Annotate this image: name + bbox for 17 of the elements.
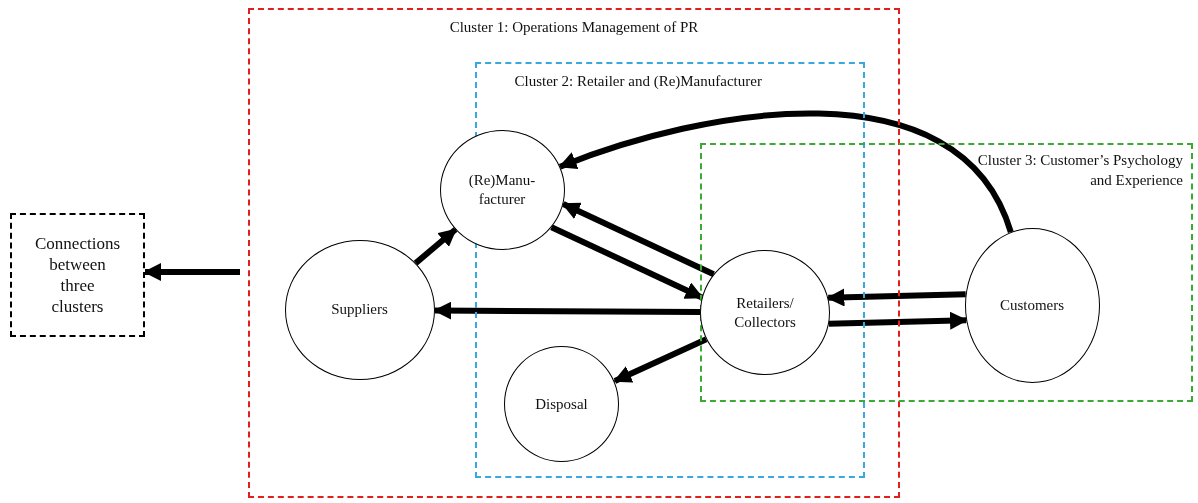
cluster-title: Cluster 3: Customer’s Psychology and Experience — [976, 151, 1183, 190]
entity-label: Disposal — [535, 394, 588, 414]
arrow — [558, 110, 1014, 234]
cluster-title: Cluster 2: Retailer and (Re)Manufacturer — [514, 71, 762, 91]
entity-label: Retailers/ Collectors — [733, 293, 797, 332]
arrow — [826, 288, 966, 307]
box-label: Connections between three clusters — [35, 232, 120, 318]
arrow — [613, 336, 708, 384]
entity-label: Customers — [999, 295, 1065, 315]
entity-label: (Re)Manu- facturer — [467, 170, 537, 209]
arrow — [550, 224, 704, 301]
dashed-box — [10, 213, 145, 337]
arrow — [433, 301, 701, 320]
arrow — [413, 227, 458, 266]
entity-label: Suppliers — [331, 300, 388, 319]
arrow — [561, 201, 715, 277]
cluster-title: Cluster 1: Operations Management of PR — [448, 18, 700, 37]
